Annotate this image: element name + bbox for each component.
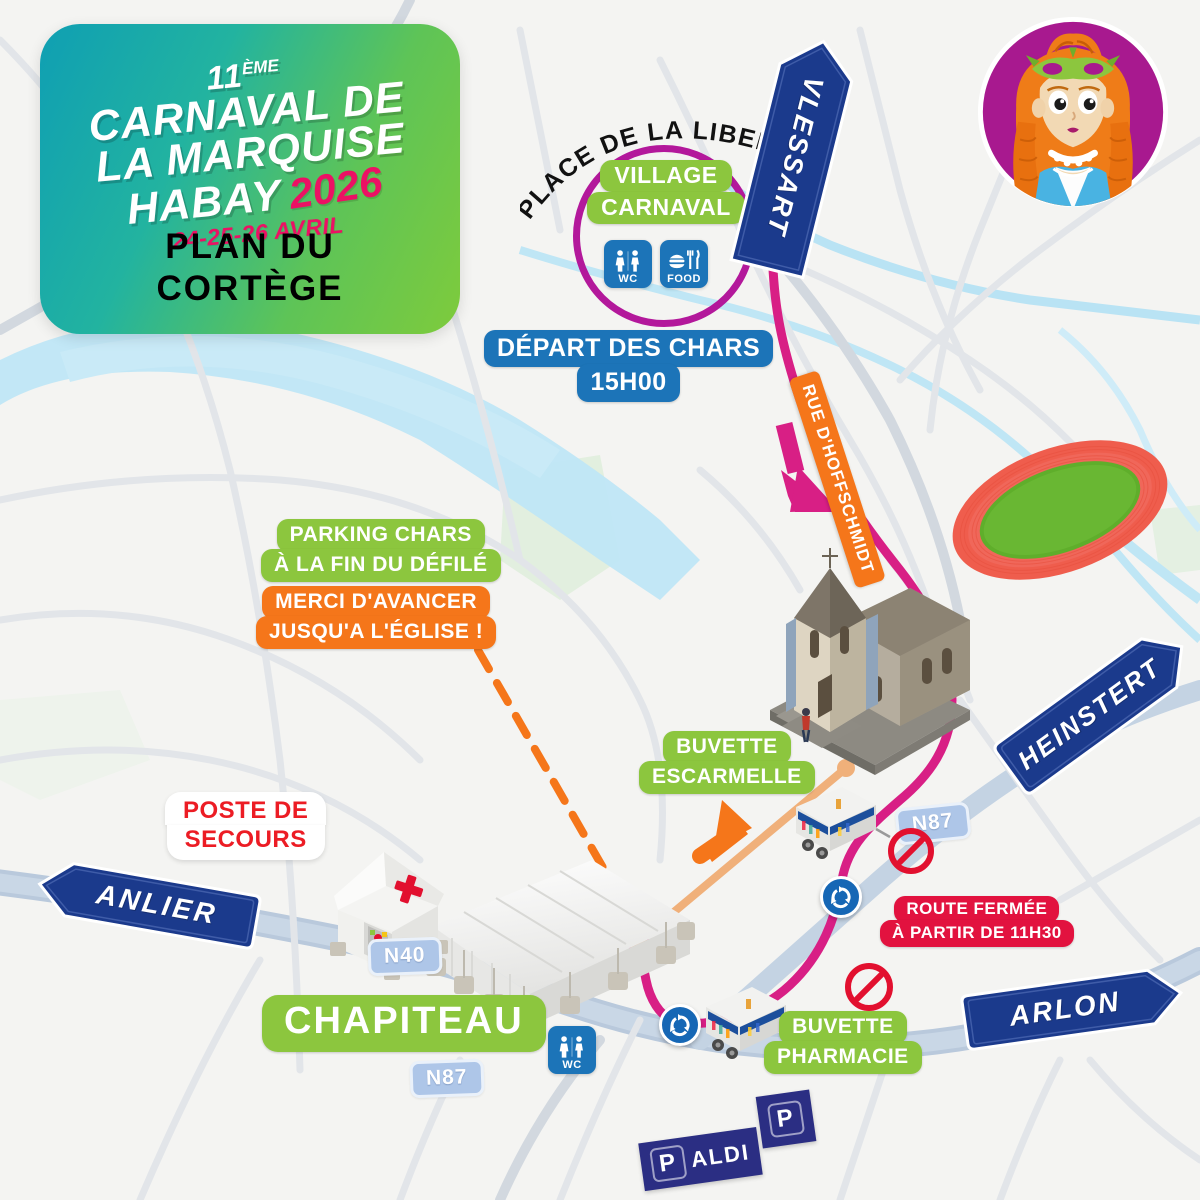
depart-line-1: DÉPART DES CHARS (484, 330, 774, 368)
buvette-trailer-pharmacie (706, 987, 801, 1059)
no-entry-icon-upper (888, 828, 934, 874)
avancer-line-2: JUSQU'A L'ÉGLISE ! (256, 616, 497, 650)
wc-icon-chapiteau: WC (548, 1026, 596, 1074)
parking-direction-arrow (692, 800, 752, 864)
depart-line-2: 15H00 (577, 364, 680, 402)
road-shield-n40: N40 (367, 936, 443, 977)
village-amenities: WC FOOD (604, 240, 708, 288)
parking-line-1: PARKING CHARS (276, 519, 485, 553)
roundabout-icon-lower (659, 1004, 701, 1046)
food-icon: FOOD (660, 240, 708, 288)
food-caption: FOOD (667, 273, 701, 285)
subtitle-line-2: CORTÈGE (156, 269, 344, 308)
village-carnaval-label: VILLAGE CARNAVAL (586, 160, 746, 225)
parking-p-symbol-aldi: P (649, 1144, 688, 1183)
wc-icon: WC (604, 240, 652, 288)
poster-title-card: 11ÈME CARNAVAL DE LA MARQUISE HABAY2026 … (40, 24, 460, 334)
direction-sign-heinstert[interactable]: HEINSTERT (989, 619, 1200, 799)
church-building (770, 548, 970, 775)
subtitle-line-1: PLAN DU (165, 227, 335, 266)
chapiteau-text: CHAPITEAU (262, 995, 546, 1052)
no-entry-icon-lower (845, 963, 893, 1011)
parking-aldi-label: ALDI (689, 1139, 752, 1173)
marquise-mascot (977, 16, 1169, 208)
chapiteau-label: CHAPITEAU (262, 995, 546, 1052)
wc-caption-chapiteau: WC (562, 1059, 582, 1071)
village-line-1: VILLAGE (600, 160, 732, 193)
vlessart-text: VLESSART (761, 73, 830, 240)
wc-caption: WC (618, 273, 638, 285)
buvette-pharmacie-label: BUVETTE PHARMACIE (764, 1011, 922, 1075)
depart-des-chars-label: DÉPART DES CHARS 15H00 (484, 330, 774, 402)
escarmelle-line-1: BUVETTE (663, 731, 791, 765)
parking-sign-plain: P (755, 1089, 817, 1149)
parking-p-symbol: P (766, 1099, 806, 1139)
village-line-2: CARNAVAL (587, 192, 745, 225)
secours-line-1: POSTE DE (165, 792, 327, 826)
pharmacie-line-2: PHARMACIE (764, 1041, 922, 1075)
poste-de-secours-label: POSTE DE SECOURS (165, 792, 327, 861)
avancer-line-1: MERCI D'AVANCER (262, 586, 491, 620)
route-fermee-label: ROUTE FERMÉE À PARTIR DE 11H30 (880, 896, 1074, 947)
road-shield-n87-lower: N87 (409, 1058, 485, 1099)
merci-avancer-label: MERCI D'AVANCER JUSQU'A L'ÉGLISE ! (256, 586, 497, 650)
fermee-line-1: ROUTE FERMÉE (894, 896, 1060, 923)
roundabout-icon-upper (820, 876, 862, 918)
parking-line-2: À LA FIN DU DÉFILÉ (261, 549, 501, 583)
direction-sign-anlier[interactable]: ANLIER (30, 853, 263, 953)
secours-line-2: SECOURS (166, 825, 325, 861)
escarmelle-line-2: ESCARMELLE (639, 761, 815, 795)
fermee-line-2: À PARTIR DE 11H30 (880, 919, 1074, 947)
direction-sign-vlessart[interactable]: VLESSART (728, 30, 862, 282)
route-direction-arrow (775, 421, 838, 512)
pharmacie-line-1: BUVETTE (779, 1011, 907, 1045)
buvette-escarmelle-label: BUVETTE ESCARMELLE (639, 731, 815, 795)
buvette-trailer-escarmelle (796, 787, 891, 859)
direction-sign-arlon[interactable]: ARLON (959, 963, 1187, 1053)
parking-chars-label: PARKING CHARS À LA FIN DU DÉFILÉ (261, 519, 501, 583)
